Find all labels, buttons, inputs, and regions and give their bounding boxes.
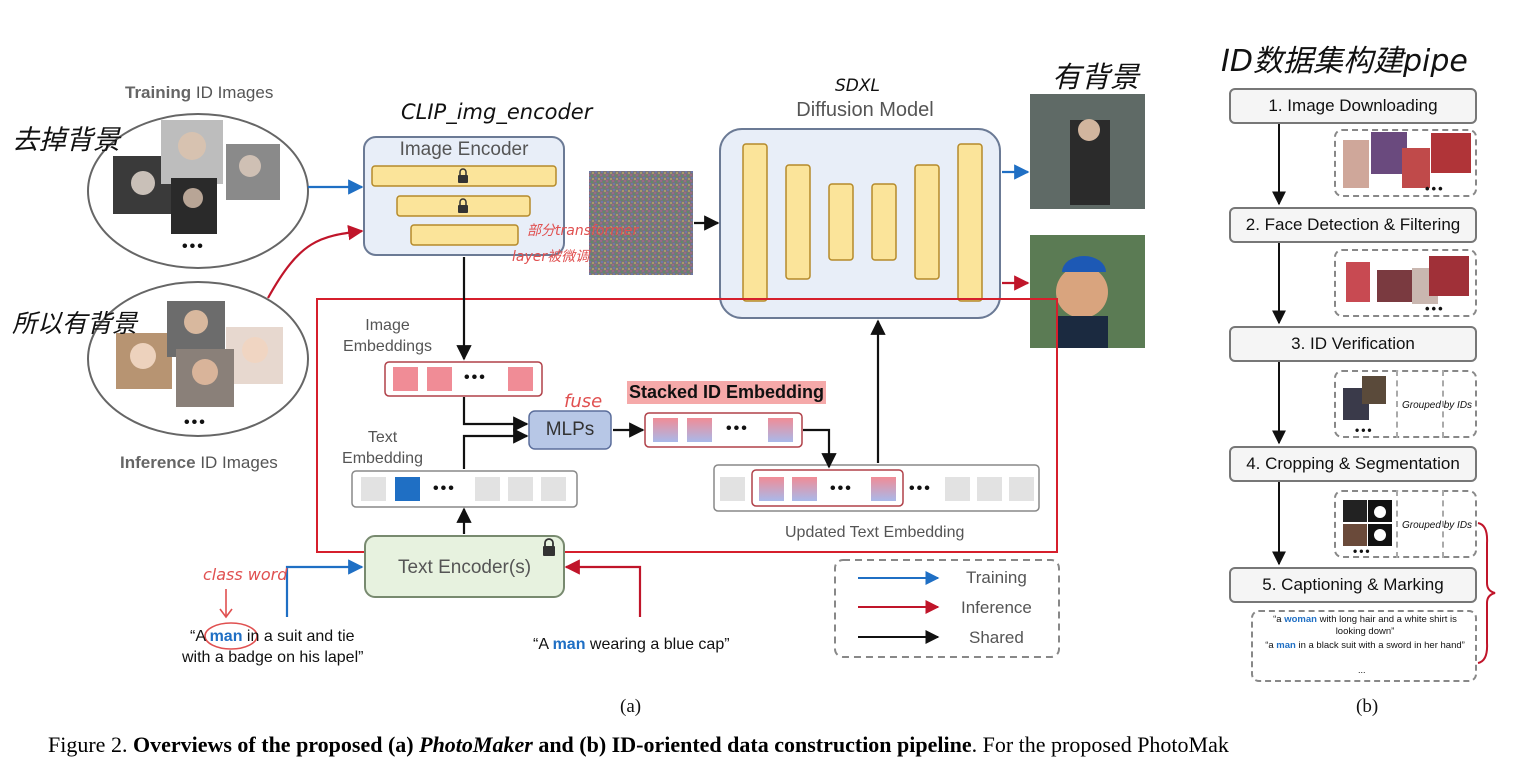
mlps-label: MLPs [545, 419, 595, 440]
download-results-box [1334, 129, 1477, 197]
step-captioning-marking: 5. Captioning & Marking [1229, 567, 1477, 603]
caption-example-1: “a woman with long hair and a white shir… [1273, 614, 1457, 637]
legend-training: Training [966, 568, 1027, 587]
class-word-note: class word [203, 565, 288, 584]
text-embedding-label: Text Embedding [342, 429, 423, 467]
finetune-note-line2: layer被微调 [512, 249, 590, 265]
text-encoder-lock-icon [543, 538, 555, 556]
figure-caption: Figure 2. Overviews of the proposed (a) … [48, 732, 1229, 757]
stacked-id-embedding-label: Stacked ID Embedding [627, 381, 827, 404]
caption-ellipsis: ... [1358, 665, 1366, 675]
detection-dots: ••• [1425, 301, 1445, 316]
step-face-detection: 2. Face Detection & Filtering [1229, 207, 1477, 243]
step-id-verification: 3. ID Verification [1229, 326, 1477, 362]
clip-encoder-note: CLIP_img_encoder [401, 100, 593, 124]
image-embeddings-box [384, 361, 543, 397]
segmentation-results-box [1334, 490, 1477, 558]
noise-latent-image [589, 171, 693, 275]
panel-b-sublabel: (b) [1356, 696, 1379, 717]
updated-text-embedding-label: Updated Text Embedding [785, 524, 965, 541]
inference-more-dots: ••• [184, 414, 207, 431]
text-embedding-dots: ••• [433, 480, 456, 497]
text-encoder-label: Text Encoder(s) [397, 557, 532, 578]
grouped-by-ids-2: Grouped by IDs [1402, 520, 1473, 531]
image-embeddings-dots: ••• [464, 369, 487, 386]
remove-background-note: 去掉背景 [12, 125, 120, 156]
panel-a-sublabel: (a) [620, 696, 642, 717]
pipeline-title-note: ID数据集构建pipe [1221, 44, 1468, 79]
inference-images-label: Inference ID Images [120, 453, 278, 472]
image-embeddings-label: Image Embeddings [343, 317, 432, 355]
pipeline-thumbnails [1343, 132, 1471, 546]
inference-face-photos [116, 301, 283, 407]
fuse-note: fuse [564, 391, 603, 412]
captioning-bracket [1477, 522, 1496, 664]
grouped-by-ids-1: Grouped by IDs [1402, 400, 1473, 411]
stacked-id-embedding-box [644, 412, 803, 448]
finetune-note-line1: 部分transformer [527, 223, 639, 239]
caption-example-2: “a man in a black suit with a sword in h… [1265, 640, 1465, 651]
inference-prompt: “A man wearing a blue cap” [533, 636, 730, 653]
mlps-box[interactable] [528, 410, 612, 450]
keep-background-note: 所以有背景 [12, 309, 138, 338]
legend-inference: Inference [961, 598, 1032, 617]
unet-layers [742, 143, 983, 302]
text-encoder-box [364, 535, 565, 598]
training-more-dots: ••• [182, 238, 205, 255]
training-prompt: “A man in a suit and tie with a badge on… [182, 628, 364, 666]
training-images-label: Training ID Images [125, 83, 274, 102]
updated-embedding-dots-1: ••• [830, 480, 853, 497]
step-cropping-segmentation: 4. Cropping & Segmentation [1229, 446, 1477, 482]
verification-dots: ••• [1355, 423, 1374, 437]
training-face-photos [113, 120, 280, 234]
detection-results-box [1334, 249, 1477, 317]
segmentation-dots: ••• [1353, 544, 1372, 558]
legend-box [834, 559, 1060, 658]
updated-embedding-dots-2: ••• [909, 480, 932, 497]
has-background-note: 有背景 [1052, 60, 1140, 94]
stacked-id-region [316, 298, 1058, 553]
step-image-downloading: 1. Image Downloading [1229, 88, 1477, 124]
image-encoder-label: Image Encoder [399, 139, 529, 160]
stacked-id-dots: ••• [726, 420, 749, 437]
lock-icon [458, 168, 468, 213]
verification-results-box [1334, 370, 1477, 438]
captions-box [1251, 610, 1477, 682]
diffusion-model-label: Diffusion Model [796, 99, 934, 121]
download-dots: ••• [1425, 181, 1445, 196]
sdxl-note: SDXL [835, 76, 880, 96]
legend-shared: Shared [969, 628, 1024, 647]
class-word-annotation [204, 589, 258, 650]
